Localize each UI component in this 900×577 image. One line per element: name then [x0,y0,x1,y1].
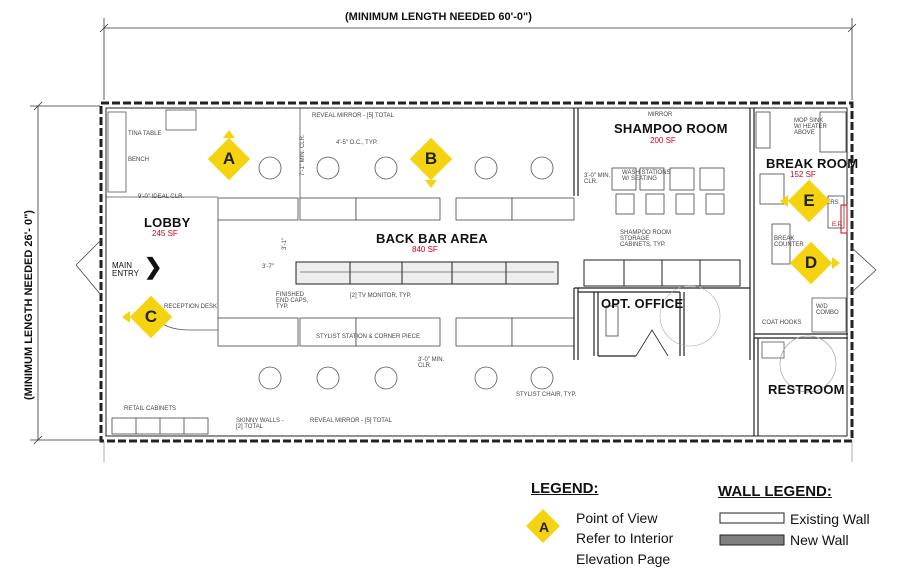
lobby-label: LOBBY [144,215,191,230]
width-dimension-line [30,101,100,445]
stylist-chairs [258,156,554,390]
break-room-fixtures [755,111,847,265]
note-min-clr-7: 7'-1" MIN. CLR. [300,134,306,176]
note-min-clr-3-0b: 3'-0" MIN. CLR. [584,173,611,185]
legend-pov-symbol: A [524,507,564,547]
legend-refer-interior: Refer to Interior [576,530,674,546]
back-bar-counter [295,261,559,285]
retail-cabinets [111,417,209,435]
pov-direction-pointer [832,257,840,269]
note-wd-combo: W/D COMBO [816,304,839,316]
pov-direction-pointer [425,180,437,188]
existing-wall-swatch [719,512,785,524]
office-desk [605,305,619,337]
length-dimension-label: (MINIMUM LENGTH NEEDED 60'-0") [345,11,532,23]
length-dimension-line [99,18,857,100]
shampoo-room-area: 200 SF [650,136,676,145]
wall-legend-existing: Existing Wall [790,511,870,527]
note-finished-end-caps: FINISHED END CAPS, TYP. [276,292,309,310]
back-bar-label: BACK BAR AREA [376,231,488,246]
note-break-counter: BREAK COUNTER [774,236,804,248]
break-room-label: BREAK ROOM [766,156,859,171]
entry-arrow-icon: ❯ [144,254,163,279]
pov-marker-b[interactable]: B [408,136,454,188]
note-shampoo-storage: SHAMPOO ROOM STORAGE CABINETS, TYP. [620,230,672,248]
restroom-label: RESTROOM [768,382,845,397]
note-mop-sink: MOP SINK W/ HEATER ABOVE [794,118,827,136]
pov-direction-pointer [223,130,235,138]
pov-marker-e[interactable]: E [780,178,832,224]
note-dim-3-1: 3'-1" [282,238,288,250]
note-mirror: MIRROR [648,112,673,118]
note-wash-stations: WASH STATIONS W/ SEATING [622,170,671,182]
note-bench: BENCH [128,157,150,163]
new-wall-swatch [719,534,785,546]
note-reveal-mirror-bottom: REVEAL MIRROR - [5] TOTAL [310,418,392,424]
note-tv-monitor: [2] TV MONITOR, TYP. [350,293,412,299]
wall-legend-new: New Wall [790,532,849,548]
break-room-area: 152 SF [790,170,816,179]
back-bar-area: 840 SF [412,245,438,254]
note-skinny-walls: SKINNY WALLS - [2] TOTAL [236,418,284,430]
exterior-wall [99,101,854,443]
office-label: OPT. OFFICE [601,296,684,311]
note-stylist-chair: STYLIST CHAIR, TYP. [516,392,577,398]
stylist-stations [217,197,575,347]
legend-title: LEGEND: [531,480,599,497]
note-oc-typ: 4'-5" O.C., TYP. [336,140,378,146]
shampoo-storage-cabinets [583,259,741,287]
shampoo-room-label: SHAMPOO ROOM [614,121,728,136]
note-ideal-clr: 9'-0" IDEAL CLR. [138,194,185,200]
wall-legend-title: WALL LEGEND: [718,483,832,500]
pov-marker-a[interactable]: A [206,130,252,182]
wash-stations [611,167,725,215]
note-min-clr-3-0: 3'-0" MIN. CLR. [418,357,445,369]
rear-door [851,247,877,293]
note-stylist-station: STYLIST STATION & CORNER PIECE [316,334,421,340]
note-tina-table: TINA TABLE [128,131,162,137]
electrical-panel [840,204,848,234]
legend-point-of-view: Point of View [576,510,658,526]
pov-direction-pointer [122,311,130,323]
main-entry-door [75,239,102,296]
main-entry-label: MAIN ENTRY [112,261,139,278]
pov-marker-d[interactable]: D [788,240,840,286]
pov-direction-pointer [780,195,788,207]
shampoo-room-walls [573,108,755,360]
note-coat-hooks: COAT HOOKS [762,320,802,326]
restroom-walls [753,333,848,436]
note-dim-3-7: 3'-7" [262,264,274,270]
note-reveal-mirror-top: REVEAL MIRROR - [5] TOTAL [312,113,394,119]
pov-marker-c[interactable]: C [122,294,174,340]
width-dimension-label: (MINIMUM LENGTH NEEDED 26'- 0") [23,210,35,400]
lobby-area: 245 SF [152,229,178,238]
note-retail-cabinets: RETAIL CABINETS [124,406,177,412]
legend-elevation-page: Elevation Page [576,551,671,567]
note-reception-desk: RECEPTION DESK [164,304,218,310]
note-ep: E.P. [832,222,843,228]
